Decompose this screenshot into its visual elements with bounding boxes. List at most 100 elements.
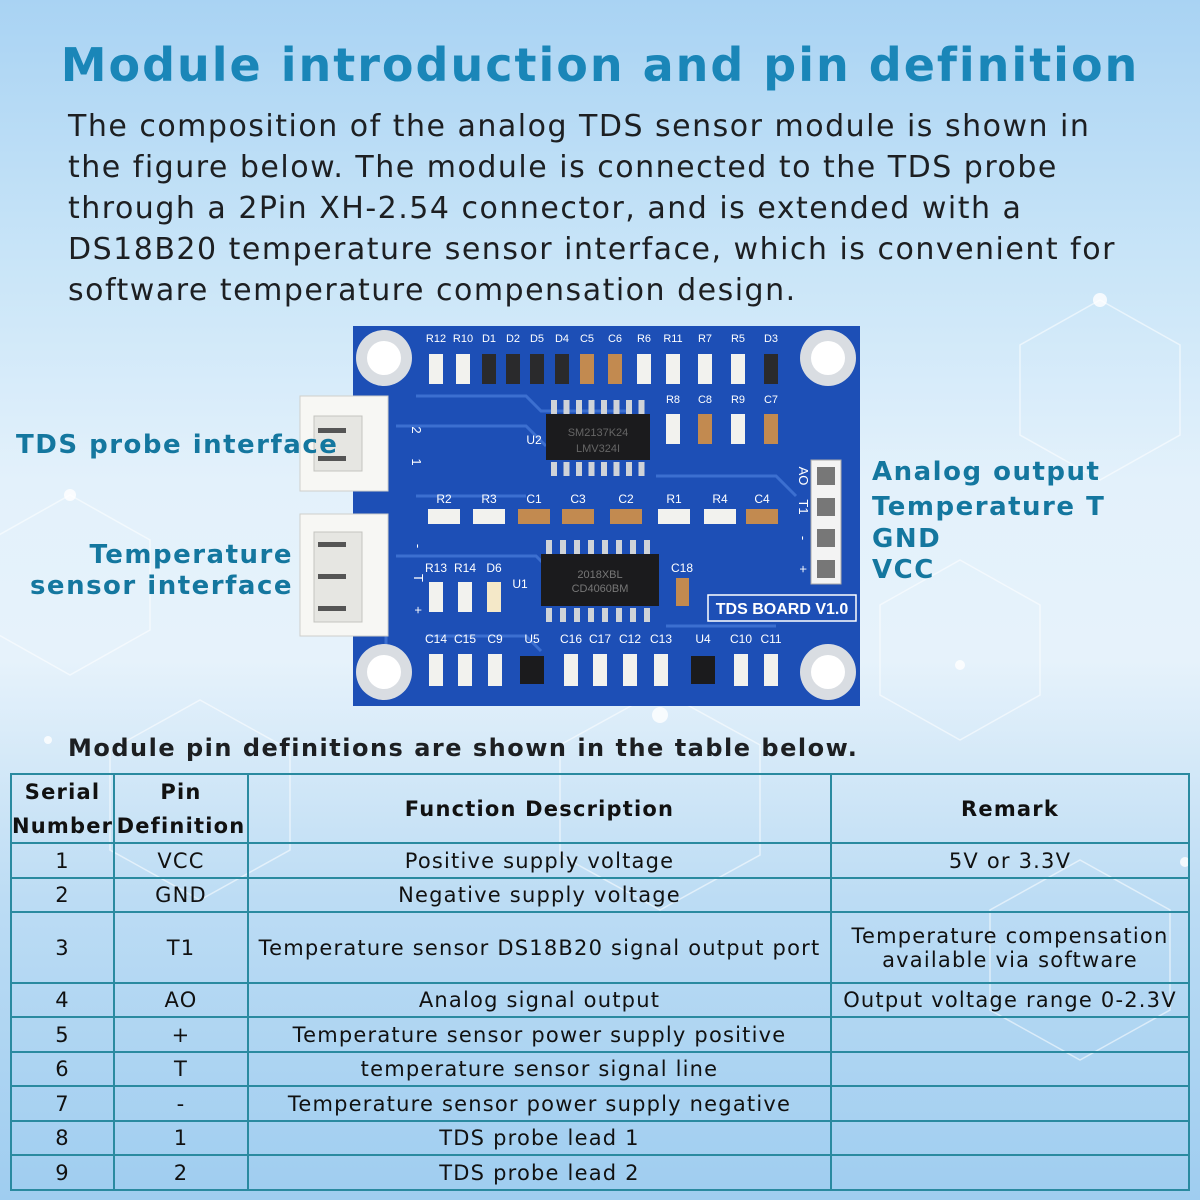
component-c4 (746, 509, 778, 524)
component-c11 (764, 654, 778, 686)
temperature-label-line2: sensor interface (29, 571, 293, 601)
ic-u2-pin (551, 462, 557, 476)
ic-u2-pin (563, 462, 570, 476)
ic-u2-marking-2: LMV324I (576, 443, 620, 455)
component-c12 (623, 654, 637, 686)
component-r1 (658, 509, 690, 524)
header-pin-line2: Definition (116, 813, 246, 838)
ic-u2-pin (638, 400, 645, 414)
component-u5 (520, 656, 544, 684)
component-d3 (764, 354, 778, 384)
ic-u2 (546, 414, 650, 460)
ref-u5: U5 (524, 632, 540, 646)
cell-pin-definition: 2 (113, 1154, 249, 1191)
cell-remark (830, 877, 1190, 913)
cell-remark-line1: 5V or 3.3V (948, 848, 1072, 873)
cell-remark: Output voltage range 0-2.3V (830, 982, 1190, 1018)
component-c13 (654, 654, 668, 686)
cell-pin-definition: T (113, 1051, 249, 1087)
ref-r11: R11 (663, 333, 682, 345)
ref-c9: C9 (487, 632, 503, 646)
page-title: Module introduction and pin definition (60, 38, 1140, 92)
ic-u2-pin (588, 462, 595, 476)
header-pin-line1: Pin (160, 779, 202, 804)
ic-u1 (541, 554, 659, 606)
cell-remark (830, 1051, 1190, 1087)
board-name-label: TDS BOARD V1.0 (716, 601, 849, 618)
component-d4 (555, 354, 569, 384)
tds-probe-interface-label: TDS probe interface (16, 430, 339, 460)
ic-u1-pin (546, 540, 552, 554)
cell-serial-number: 2 (10, 877, 115, 913)
temperature-t-label: Temperature T (872, 492, 1106, 522)
ref-c13: C13 (650, 632, 672, 646)
ref-u4: U4 (695, 632, 711, 646)
cell-serial-number: 1 (10, 842, 115, 879)
ref-d5: D5 (530, 333, 544, 345)
cell-remark: 5V or 3.3V (830, 842, 1190, 879)
table-row: 5+Temperature sensor power supply positi… (10, 1016, 1190, 1053)
component-d5 (530, 354, 544, 384)
cell-pin-definition: AO (113, 982, 249, 1018)
component-r13 (429, 582, 443, 612)
cell-pin-definition: T1 (113, 911, 249, 984)
tds-probe-connector (299, 395, 389, 492)
ic-u1-pin (616, 540, 622, 554)
ref-c10: C10 (730, 632, 752, 646)
ic-u2-pin (626, 400, 632, 414)
component-c9 (488, 654, 502, 686)
ref-d3: D3 (764, 333, 778, 345)
component-r3 (473, 509, 505, 524)
ic-u2-pin (626, 462, 632, 476)
ic-u1-pin (602, 540, 608, 554)
cell-function-description: Negative supply voltage (247, 877, 832, 913)
analog-output-label: Analog output (872, 457, 1101, 487)
ic-u1-marking-2: CD4060BM (572, 583, 629, 595)
cell-serial-number: 9 (10, 1154, 115, 1191)
ref-c15: C15 (454, 632, 476, 646)
temperature-pin-label: - (411, 544, 426, 548)
pin-definition-table: Serial Number Pin Definition Function De… (10, 773, 1190, 1191)
cell-pin-definition: + (113, 1016, 249, 1053)
ref-r14: R14 (454, 561, 476, 575)
cell-pin-definition: 1 (113, 1120, 249, 1156)
cell-serial-number: 3 (10, 911, 115, 984)
temperature-label-line1: Temperature (89, 540, 293, 570)
ic-u1-pin (574, 540, 580, 554)
ic-u1-pin (644, 540, 650, 554)
ref-r8: R8 (666, 394, 680, 406)
ic-u1-pin (546, 608, 552, 622)
ic-u1-pin (560, 608, 566, 622)
cell-function-description: Positive supply voltage (247, 842, 832, 879)
ic-u1-pin (574, 608, 580, 622)
cell-remark-line1: Temperature compensation (851, 923, 1169, 948)
cell-function-description: temperature sensor signal line (247, 1051, 832, 1087)
ic-u2-pin (588, 400, 595, 414)
ref-c14: C14 (425, 632, 447, 646)
ic-u2-pin (613, 400, 620, 414)
ref-c5: C5 (580, 333, 594, 345)
ic-u1-pin (588, 540, 594, 554)
cell-serial-number: 8 (10, 1120, 115, 1156)
ic-u1-pin (602, 608, 608, 622)
table-row: 7-Temperature sensor power supply negati… (10, 1085, 1190, 1122)
tds-board-image: TDS BOARD V1.0 SM2137K24 LMV324I 2018XBL… (296, 326, 862, 708)
ref-c8: C8 (698, 394, 712, 406)
ref-r6: R6 (637, 333, 651, 345)
ref-c18: C18 (671, 561, 693, 575)
component-r2 (428, 509, 460, 524)
ic-u2-pin (601, 462, 607, 476)
cell-function-description: Analog signal output (247, 982, 832, 1018)
ref-r13: R13 (425, 561, 447, 575)
temperature-sensor-connector (299, 513, 389, 637)
gnd-label: GND (872, 524, 942, 554)
ref-c7: C7 (764, 394, 778, 406)
component-r9 (731, 414, 745, 444)
header-pin-label: AO (796, 467, 811, 486)
vcc-label: VCC (872, 555, 935, 585)
cell-serial-number: 4 (10, 982, 115, 1018)
